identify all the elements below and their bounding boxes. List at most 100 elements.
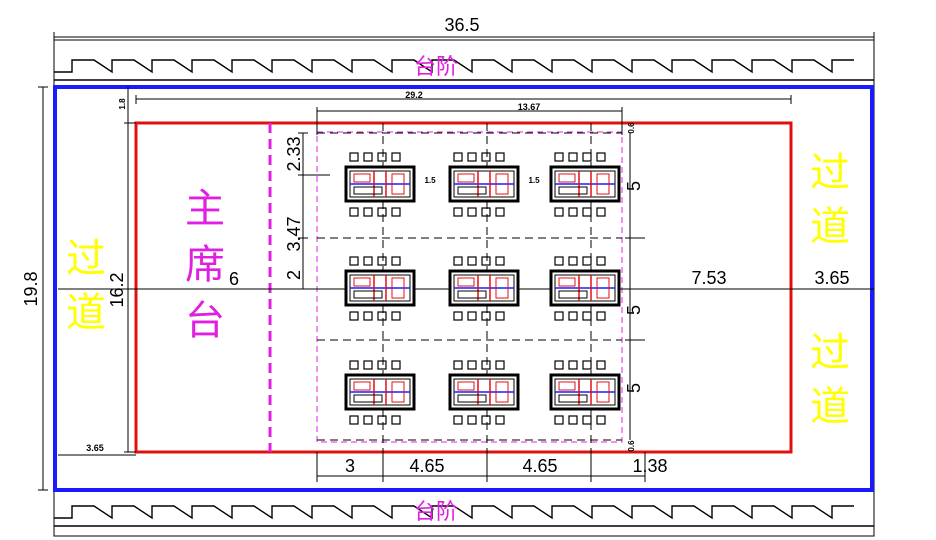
chair	[481, 152, 491, 162]
chair	[582, 256, 592, 266]
dim-row-pitch-3: 5	[624, 383, 644, 393]
table-detail	[596, 277, 610, 299]
stage-label-2: 席	[185, 242, 225, 288]
table-detail	[391, 381, 405, 403]
table-cluster	[448, 256, 520, 321]
table-zone	[316, 131, 623, 443]
chair	[596, 152, 606, 162]
chair	[391, 207, 401, 217]
aisle-right-top-1: 过	[810, 150, 850, 196]
table-detail	[495, 277, 509, 299]
chair	[363, 311, 373, 321]
table-detail	[558, 173, 576, 183]
chair	[596, 360, 606, 370]
venue-area	[134, 121, 793, 454]
chair	[363, 360, 373, 370]
table-cluster	[448, 360, 520, 425]
chair	[391, 311, 401, 321]
step-outline	[54, 505, 854, 520]
chair	[554, 256, 564, 266]
chair	[467, 207, 477, 217]
chair	[453, 256, 463, 266]
chair	[453, 415, 463, 425]
chair	[377, 256, 387, 266]
aisle-left-2: 道	[66, 290, 106, 336]
table-detail	[391, 173, 405, 195]
chair	[363, 207, 373, 217]
chair	[568, 256, 578, 266]
chair	[467, 152, 477, 162]
table-detail	[457, 173, 475, 183]
table-detail	[353, 277, 371, 287]
dim-row-pitch-2: 5	[624, 305, 644, 315]
dim-stage-depth: 6	[229, 269, 239, 289]
table-detail	[457, 186, 487, 195]
aisle-right-top-2: 道	[810, 204, 850, 250]
chair	[495, 207, 505, 217]
table-detail	[558, 277, 576, 287]
chair	[349, 360, 359, 370]
chair	[453, 360, 463, 370]
chair	[568, 311, 578, 321]
dim-total-width: 36.5	[444, 15, 479, 35]
chair	[467, 415, 477, 425]
dim-table-gap-2: 1.5	[528, 176, 540, 185]
dim-bottom-margin: 0.6	[627, 440, 636, 452]
chair	[582, 415, 592, 425]
dim-bottom-1: 3	[345, 456, 355, 476]
chair	[568, 207, 578, 217]
chair	[554, 207, 564, 217]
table-detail	[495, 173, 509, 195]
dim-top-offset: 1.8	[118, 98, 127, 110]
steps-bottom	[54, 505, 874, 527]
chair	[349, 152, 359, 162]
table-detail	[596, 173, 610, 195]
chair	[481, 256, 491, 266]
chair	[349, 207, 359, 217]
dim-left-offset: 3.65	[86, 443, 104, 453]
chair	[568, 152, 578, 162]
chair	[391, 152, 401, 162]
chair	[349, 311, 359, 321]
chair	[363, 415, 373, 425]
chair	[554, 360, 564, 370]
chair	[495, 415, 505, 425]
table-detail	[353, 394, 383, 403]
table-detail	[495, 381, 509, 403]
chair	[481, 415, 491, 425]
aisle-right-bottom-2: 道	[810, 384, 850, 430]
chair	[582, 152, 592, 162]
chair	[391, 256, 401, 266]
chair	[495, 152, 505, 162]
chair	[467, 360, 477, 370]
stage-label-3: 台	[185, 298, 225, 344]
table-cluster	[448, 152, 520, 217]
table-detail	[391, 277, 405, 299]
table-detail	[353, 290, 383, 299]
steps-bottom-label: 台阶	[414, 500, 458, 525]
chair	[377, 311, 387, 321]
dim-right-gap: 7.53	[691, 268, 726, 288]
dim-bottom-3: 4.65	[522, 456, 557, 476]
dim-table-depth: 2	[284, 270, 304, 280]
table-cluster	[344, 152, 416, 217]
chair	[554, 415, 564, 425]
table-detail	[558, 394, 588, 403]
chair	[495, 256, 505, 266]
aisle-right-bottom-1: 过	[810, 330, 850, 376]
chair	[596, 256, 606, 266]
dimension-lines	[38, 32, 875, 491]
dim-table-zone-width: 13.67	[518, 102, 541, 112]
dim-bottom-4: 1.38	[632, 456, 667, 476]
table-detail	[457, 381, 475, 391]
stage-label-1: 主	[185, 186, 225, 232]
chair	[467, 256, 477, 266]
table-detail	[457, 394, 487, 403]
chair	[495, 311, 505, 321]
dim-table-gap-1: 1.5	[424, 176, 436, 185]
table-detail	[353, 186, 383, 195]
dim-right-aisle: 3.65	[814, 268, 849, 288]
chair	[582, 207, 592, 217]
chair	[453, 207, 463, 217]
table-grid	[344, 152, 621, 425]
